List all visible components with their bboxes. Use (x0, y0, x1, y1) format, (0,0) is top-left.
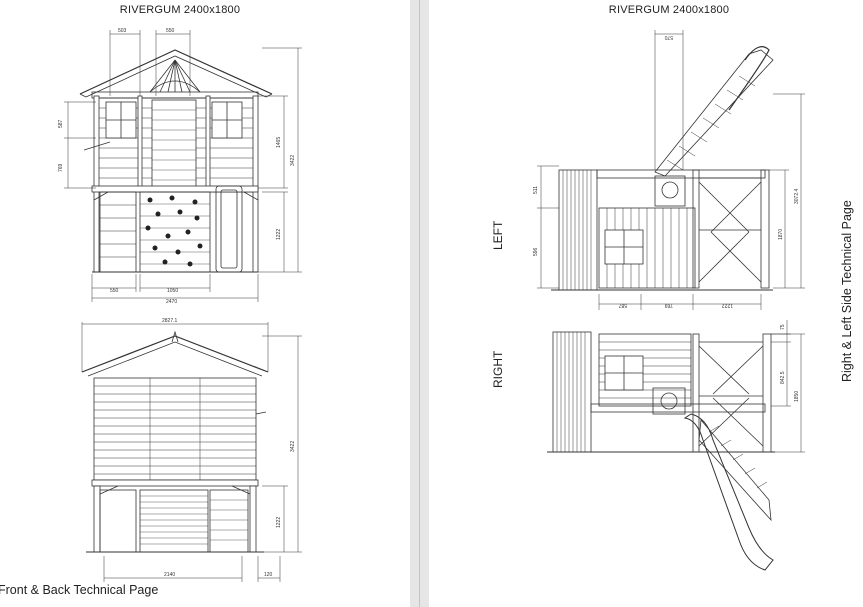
dim-front-1050: 1050 (167, 288, 178, 294)
dim-left-769: 769 (664, 302, 673, 308)
dim-left-587: 587 (618, 302, 627, 308)
dim-back-1222: 1222 (276, 517, 282, 528)
page-title: RIVERGUM 2400x1800 (119, 4, 241, 16)
side-drawing: 570 511 596 3072.4 1870 587 769 1222 75 … (533, 30, 805, 571)
page-title: RIVERGUM 2400x1800 (608, 4, 730, 16)
dim-left-596: 596 (533, 247, 539, 256)
front-back-page: RIVERGUM 2400x1800 (0, 0, 410, 607)
page-gap (410, 0, 429, 607)
page-caption: Right & Left Side Technical Page (840, 200, 854, 382)
page-divider (419, 0, 420, 607)
back-view (81, 322, 302, 582)
dim-left-511: 511 (533, 186, 539, 194)
dim-front-550-top: 550 (166, 28, 175, 34)
dim-right-75: 75 (780, 324, 786, 330)
dim-front-550-bottom: 550 (110, 288, 119, 294)
page-caption: Front & Back Technical Page (0, 583, 159, 597)
dim-back-120: 120 (264, 572, 273, 578)
dim-front-3422: 3422 (290, 155, 296, 166)
dim-front-503: 503 (118, 28, 127, 34)
dim-front-1222: 1222 (276, 229, 282, 240)
dim-left-3072: 3072.4 (794, 188, 800, 204)
dim-front-587: 587 (58, 119, 64, 128)
front-back-drawing: 503 550 587 769 1465 3422 1222 550 1050 … (58, 28, 302, 582)
right-view-label: RIGHT (491, 350, 505, 388)
dim-front-769: 769 (58, 163, 64, 172)
dim-left-1222: 1222 (722, 302, 733, 308)
dim-front-2470: 2470 (166, 299, 177, 305)
left-view-label: LEFT (491, 220, 505, 250)
dim-front-1465: 1465 (276, 137, 282, 148)
left-side-view (537, 30, 805, 310)
side-page: RIVERGUM 2400x1800 (429, 0, 863, 607)
right-side-view (547, 320, 805, 571)
dim-left-570: 570 (664, 34, 673, 40)
dim-back-3422: 3422 (290, 441, 296, 452)
dim-left-1870: 1870 (778, 229, 784, 240)
dim-right-842: 842.5 (780, 371, 786, 384)
dim-back-2140: 2140 (164, 572, 175, 578)
dim-right-1850: 1850 (794, 391, 800, 402)
dim-back-2827: 2827.1 (162, 318, 178, 324)
front-view (64, 30, 302, 302)
